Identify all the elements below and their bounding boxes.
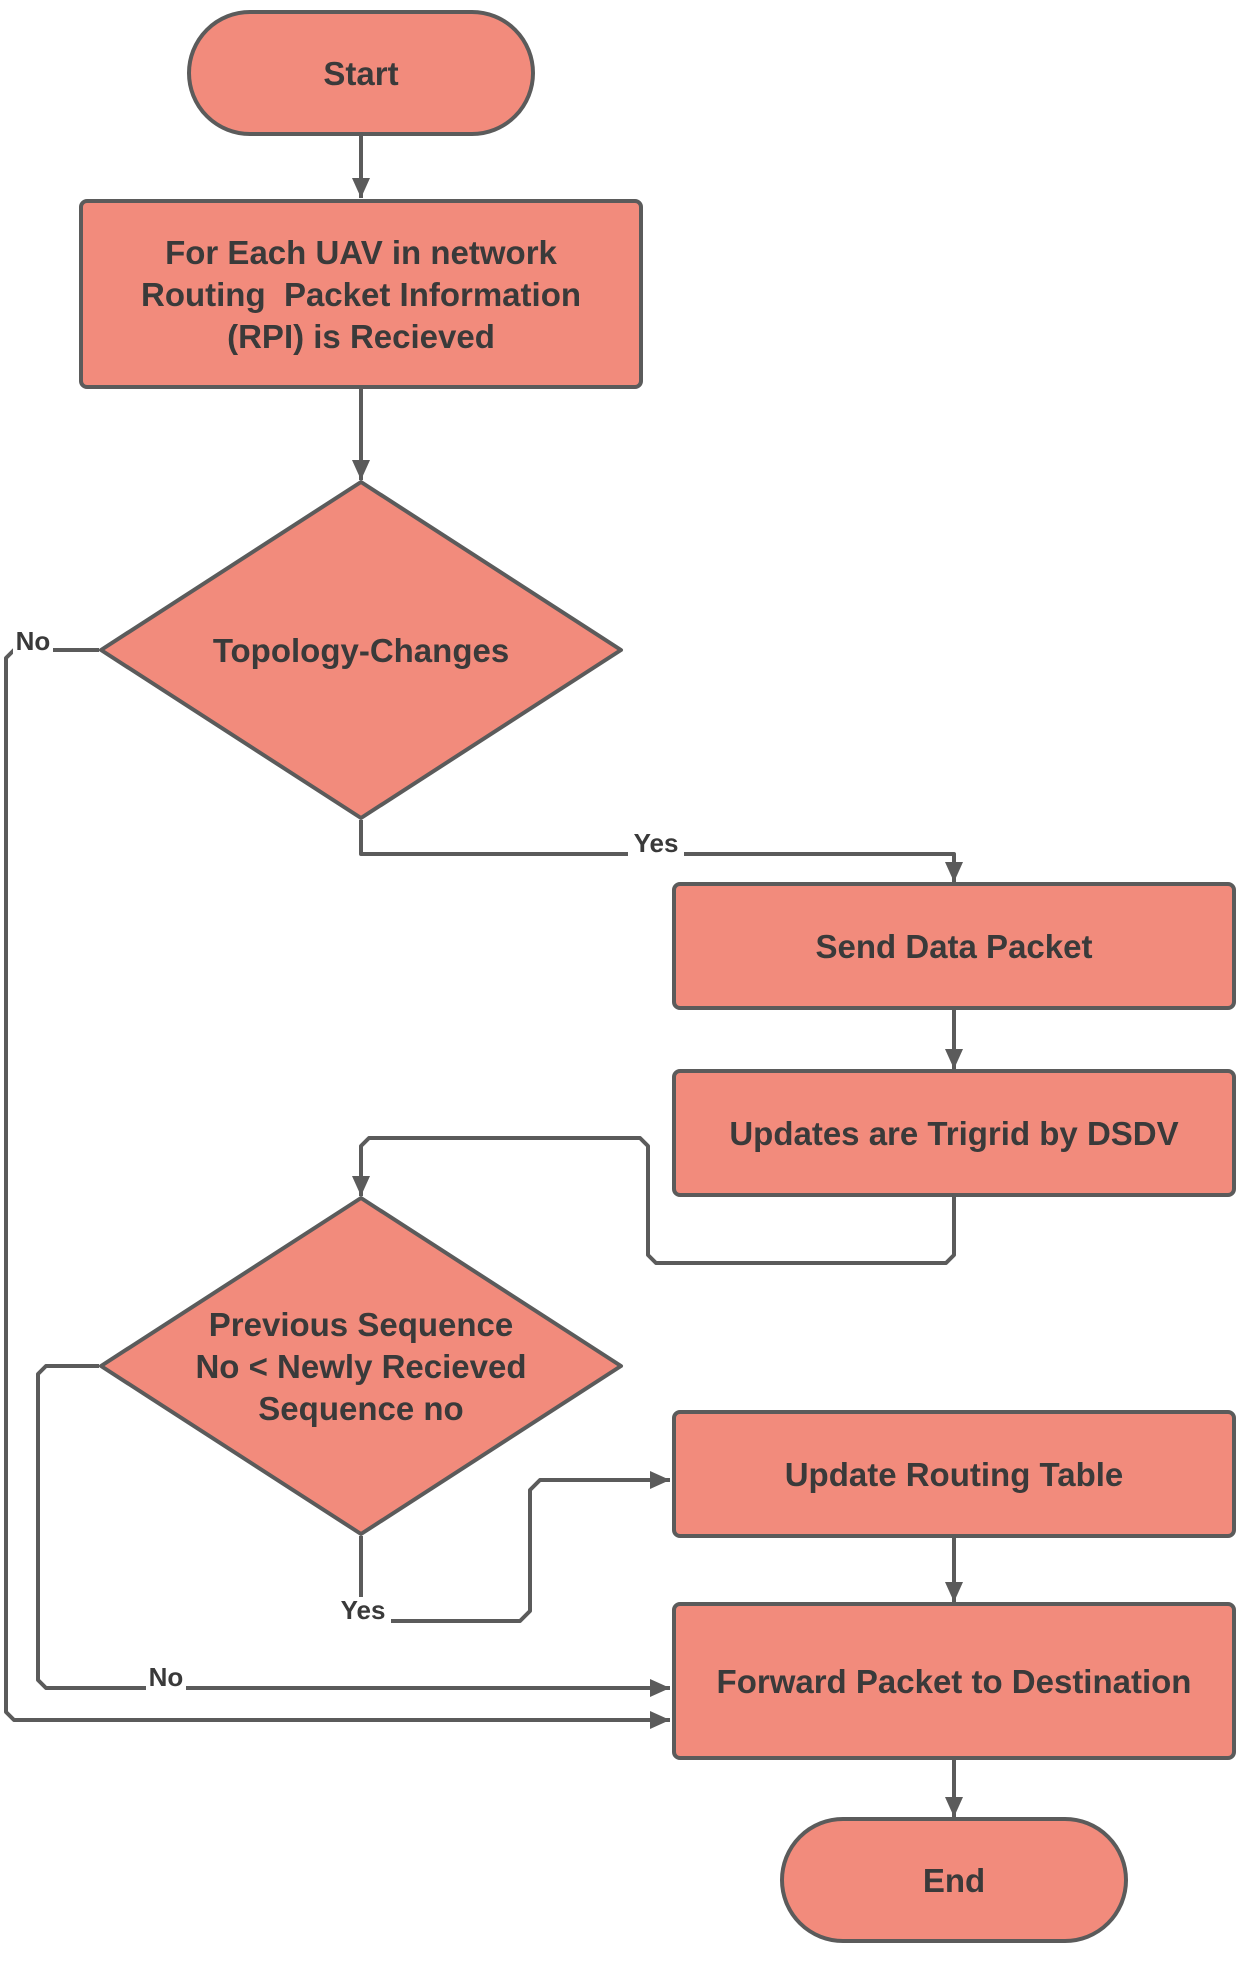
end-label-line-1: End <box>923 1862 985 1899</box>
receive-rpi-label-line-3: (RPI) is Recieved <box>227 318 495 355</box>
edge-label-text: No <box>16 626 51 656</box>
node-start: Start <box>187 10 535 136</box>
edge-label-no-3: No <box>13 626 53 658</box>
edge-label-background <box>335 1597 391 1627</box>
update-routing-table-label-line-1: Update Routing Table <box>785 1456 1124 1493</box>
sequence-check-decision-shape <box>99 1196 623 1536</box>
edge-label-text: Yes <box>341 1595 386 1625</box>
end-terminator-shape <box>780 1817 1128 1943</box>
node-end: End <box>780 1817 1128 1943</box>
update-routing-table-process-shape <box>672 1410 1236 1538</box>
edge-label-yes-2: Yes <box>628 828 684 860</box>
receive-rpi-process-shape <box>79 199 643 389</box>
receive-rpi-label-line-1: For Each UAV in network <box>165 234 557 271</box>
edge-label-no-7: No <box>146 1662 186 1694</box>
sequence-check-label-line-3: Sequence no <box>258 1390 463 1427</box>
send-data-packet-label-line-1: Send Data Packet <box>816 928 1093 965</box>
updates-triggered-label-line-1: Updates are Trigrid by DSDV <box>729 1115 1178 1152</box>
updates-triggered-process-shape <box>672 1069 1236 1197</box>
edge-updates-triggered-to-sequence-check <box>352 1136 956 1265</box>
edge-label-yes-6: Yes <box>335 1595 391 1627</box>
node-updates-triggered: Updates are Trigrid by DSDV <box>672 1069 1236 1197</box>
sequence-check-label-line-2: No < Newly Recieved <box>195 1348 526 1385</box>
forward-packet-label-line-1: Forward Packet to Destination <box>717 1663 1192 1700</box>
edge-topology-changes-to-forward-packet <box>4 648 670 1729</box>
receive-rpi-label-line-2: Routing Packet Information <box>141 276 581 313</box>
node-sequence-check: Previous Sequence No < Newly RecievedSequ… <box>99 1196 623 1536</box>
topology-changes-label-line-1: Topology-Changes <box>213 632 509 669</box>
sequence-check-label-line-1: Previous Sequence <box>209 1306 513 1343</box>
node-topology-changes: Topology-Changes <box>99 480 623 820</box>
node-send-data-packet: Send Data Packet <box>672 882 1236 1010</box>
edge-label-text: No <box>149 1662 184 1692</box>
edge-label-background <box>13 628 53 658</box>
start-terminator-shape <box>187 10 535 136</box>
edge-label-background <box>146 1664 186 1694</box>
edge-label-background <box>628 830 684 860</box>
start-label-line-1: Start <box>323 55 398 92</box>
node-update-routing-table: Update Routing Table <box>672 1410 1236 1538</box>
node-forward-packet: Forward Packet to Destination <box>672 1602 1236 1760</box>
forward-packet-process-shape <box>672 1602 1236 1760</box>
send-data-packet-process-shape <box>672 882 1236 1010</box>
topology-changes-decision-shape <box>99 480 623 820</box>
edge-label-text: Yes <box>634 828 679 858</box>
